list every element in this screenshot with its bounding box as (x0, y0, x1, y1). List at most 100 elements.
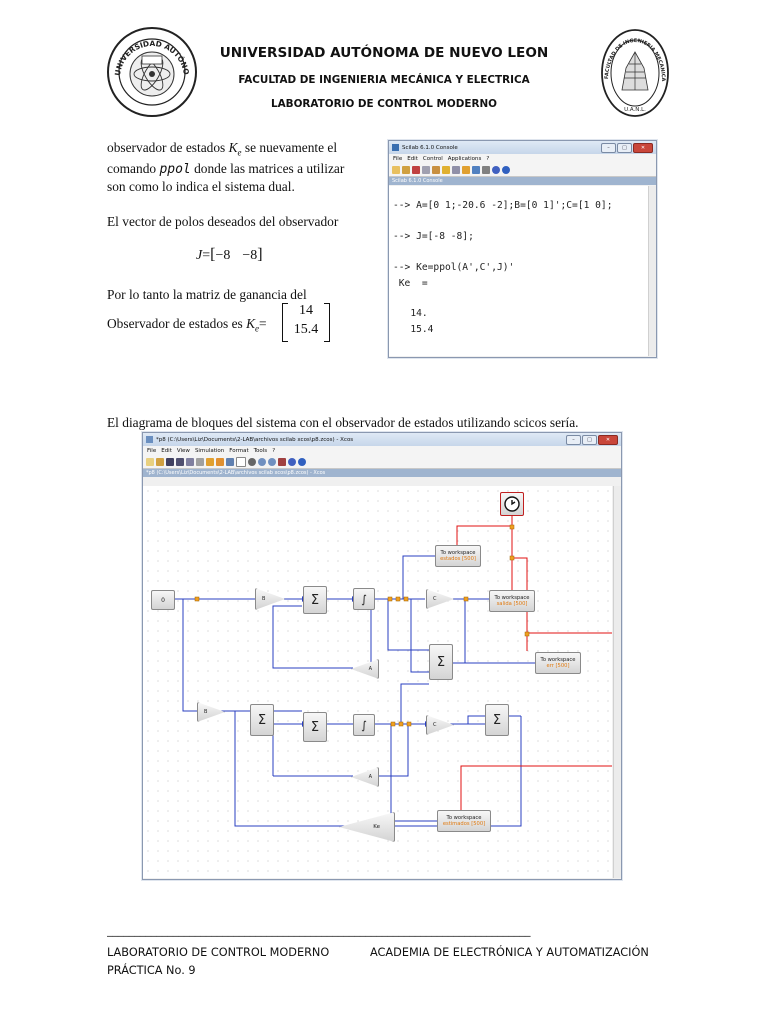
sum2-block[interactable]: Σ (303, 712, 327, 742)
sum2-label: Σ (310, 719, 320, 735)
p1-text-b: se nuevamente el (241, 140, 338, 155)
minimize-button[interactable]: – (601, 143, 616, 153)
fime-seal: FACULTAD DE INGENIERIA MECANICA Y ELECTR… (597, 24, 670, 118)
maximize-button[interactable]: □ (617, 143, 632, 153)
xcos-menu-edit[interactable]: Edit (161, 447, 172, 454)
xcos-zoom-in-icon[interactable] (258, 457, 266, 466)
xcos-scrollbar[interactable] (613, 486, 621, 878)
eq-j-v1: −8 (215, 248, 231, 263)
xcos-stop-icon[interactable] (248, 457, 256, 466)
xcos-palette-icon[interactable] (278, 457, 286, 466)
console-output[interactable]: --> A=[0 1;-20.6 -2];B=[0 1]';C=[1 0]; -… (389, 186, 648, 356)
module-manager-icon[interactable] (482, 165, 490, 174)
xcos-start-icon[interactable] (236, 456, 246, 467)
eq-j-bracket-left: [ (210, 246, 216, 263)
editor-icon[interactable] (462, 165, 470, 174)
xcos-print-icon[interactable] (186, 457, 194, 466)
xcos-menu-help[interactable]: ? (272, 447, 276, 454)
xcos-maximize-button[interactable]: □ (582, 435, 597, 445)
tw-err-title: To workspace (540, 656, 576, 663)
menu-control[interactable]: Control (422, 155, 443, 162)
menu-help[interactable]: ? (486, 155, 490, 162)
p1-text-a: observador de estados (107, 140, 229, 155)
footer-rule: ________________________________________… (107, 924, 531, 937)
open-file-icon[interactable] (402, 165, 410, 174)
p1-text-e: son como lo indica el sistema dual. (107, 178, 295, 194)
new-script-icon[interactable] (392, 165, 400, 174)
eq-j-var: J (196, 248, 203, 263)
xcos-menu-file[interactable]: File (147, 447, 157, 454)
uanl-seal: UNIVERSIDAD AUTÓNOMA DE NUEVO LEÓN (102, 19, 198, 118)
gain-ke-label: Ke (373, 824, 380, 830)
tw-estados-title: To workspace (440, 549, 476, 556)
menu-applications[interactable]: Applications (447, 155, 482, 162)
console-scrollbar[interactable] (648, 186, 656, 356)
integrator1-block[interactable]: ∫ (353, 588, 375, 610)
xcos-saveas-icon[interactable] (176, 457, 184, 466)
demos-icon[interactable] (492, 165, 500, 174)
xcos-redo-icon[interactable] (216, 457, 224, 466)
paragraph-poles: El vector de polos deseados del observad… (107, 214, 339, 229)
ke-symbol: K (228, 140, 238, 155)
scilab-app-icon (392, 144, 399, 151)
sum-error-block[interactable]: Σ (429, 644, 453, 680)
clear-console-icon[interactable] (452, 165, 460, 174)
eq-j-v2: −8 (242, 248, 258, 263)
xcos-icon[interactable] (472, 165, 480, 174)
footer-left: LABORATORIO DE CONTROL MODERNO (107, 946, 330, 959)
menu-edit[interactable]: Edit (407, 155, 418, 162)
sum-observer-block[interactable]: Σ (250, 704, 274, 736)
xcos-zoom-out-icon[interactable] (268, 457, 276, 466)
xcos-close-button[interactable]: ✕ (598, 435, 618, 445)
xcos-menu-view[interactable]: View (176, 447, 190, 454)
xcos-open-icon[interactable] (156, 457, 164, 466)
xcos-help-icon[interactable] (298, 457, 306, 466)
paste-icon[interactable] (432, 165, 440, 174)
ke-matrix-bracket-right (324, 303, 330, 342)
integrator2-block[interactable]: ∫ (353, 714, 375, 736)
tw-estimados-title: To workspace (446, 814, 482, 821)
xcos-new-icon[interactable] (146, 457, 154, 466)
console-line-3: --> Ke=ppol(A',C',J)' (393, 262, 515, 273)
console-toolbar (389, 163, 656, 177)
xcos-save-icon[interactable] (166, 457, 174, 466)
ke-matrix-v1: 14 (299, 303, 313, 318)
sum1-block[interactable]: Σ (303, 586, 327, 614)
paragraph-gain: Por lo tanto la matriz de ganancia del O… (107, 287, 307, 337)
xcos-toolbar (143, 455, 621, 469)
xcos-delete-icon[interactable] (196, 457, 204, 466)
xcos-fit-icon[interactable] (226, 457, 234, 466)
sum-observer-label: Σ (257, 712, 267, 728)
constant-block[interactable]: 0 (151, 590, 175, 610)
xcos-demos-icon[interactable] (288, 457, 296, 466)
close-button[interactable]: ✕ (633, 143, 653, 153)
clock-block[interactable] (500, 492, 524, 516)
p1-text-c: comando (107, 161, 160, 177)
right-seal-bottom: U.A.N.L. (624, 107, 646, 113)
help-icon[interactable] (502, 165, 510, 174)
cut-icon[interactable] (412, 165, 420, 174)
console-line-4: Ke = (393, 278, 428, 289)
console-line-6: 15.4 (393, 324, 434, 335)
console-subtitle: Scilab 6.1.0 Console (389, 177, 656, 185)
xcos-menu-tools[interactable]: Tools (253, 447, 268, 454)
xcos-titlebar[interactable]: *p8 (C:\Users\Liz\Documents\2-LAB\archiv… (143, 433, 621, 446)
xcos-minimize-button[interactable]: – (566, 435, 581, 445)
xcos-menu-simulation[interactable]: Simulation (194, 447, 225, 454)
change-dir-icon[interactable] (442, 165, 450, 174)
xcos-menu-format[interactable]: Format (229, 447, 249, 454)
xcos-undo-icon[interactable] (206, 457, 214, 466)
copy-icon[interactable] (422, 165, 430, 174)
xcos-app-icon (146, 436, 153, 443)
console-line-1: --> A=[0 1;-20.6 -2];B=[0 1]';C=[1 0]; (393, 200, 613, 211)
console-titlebar[interactable]: Scilab 6.1.0 Console – □ ✕ (389, 141, 656, 154)
xcos-title: *p8 (C:\Users\Liz\Documents\2-LAB\archiv… (156, 436, 354, 443)
menu-file[interactable]: File (393, 155, 403, 162)
p1-text-d: donde las matrices a utilizar (190, 161, 345, 177)
sum-estimate-block[interactable]: Σ (485, 704, 509, 736)
